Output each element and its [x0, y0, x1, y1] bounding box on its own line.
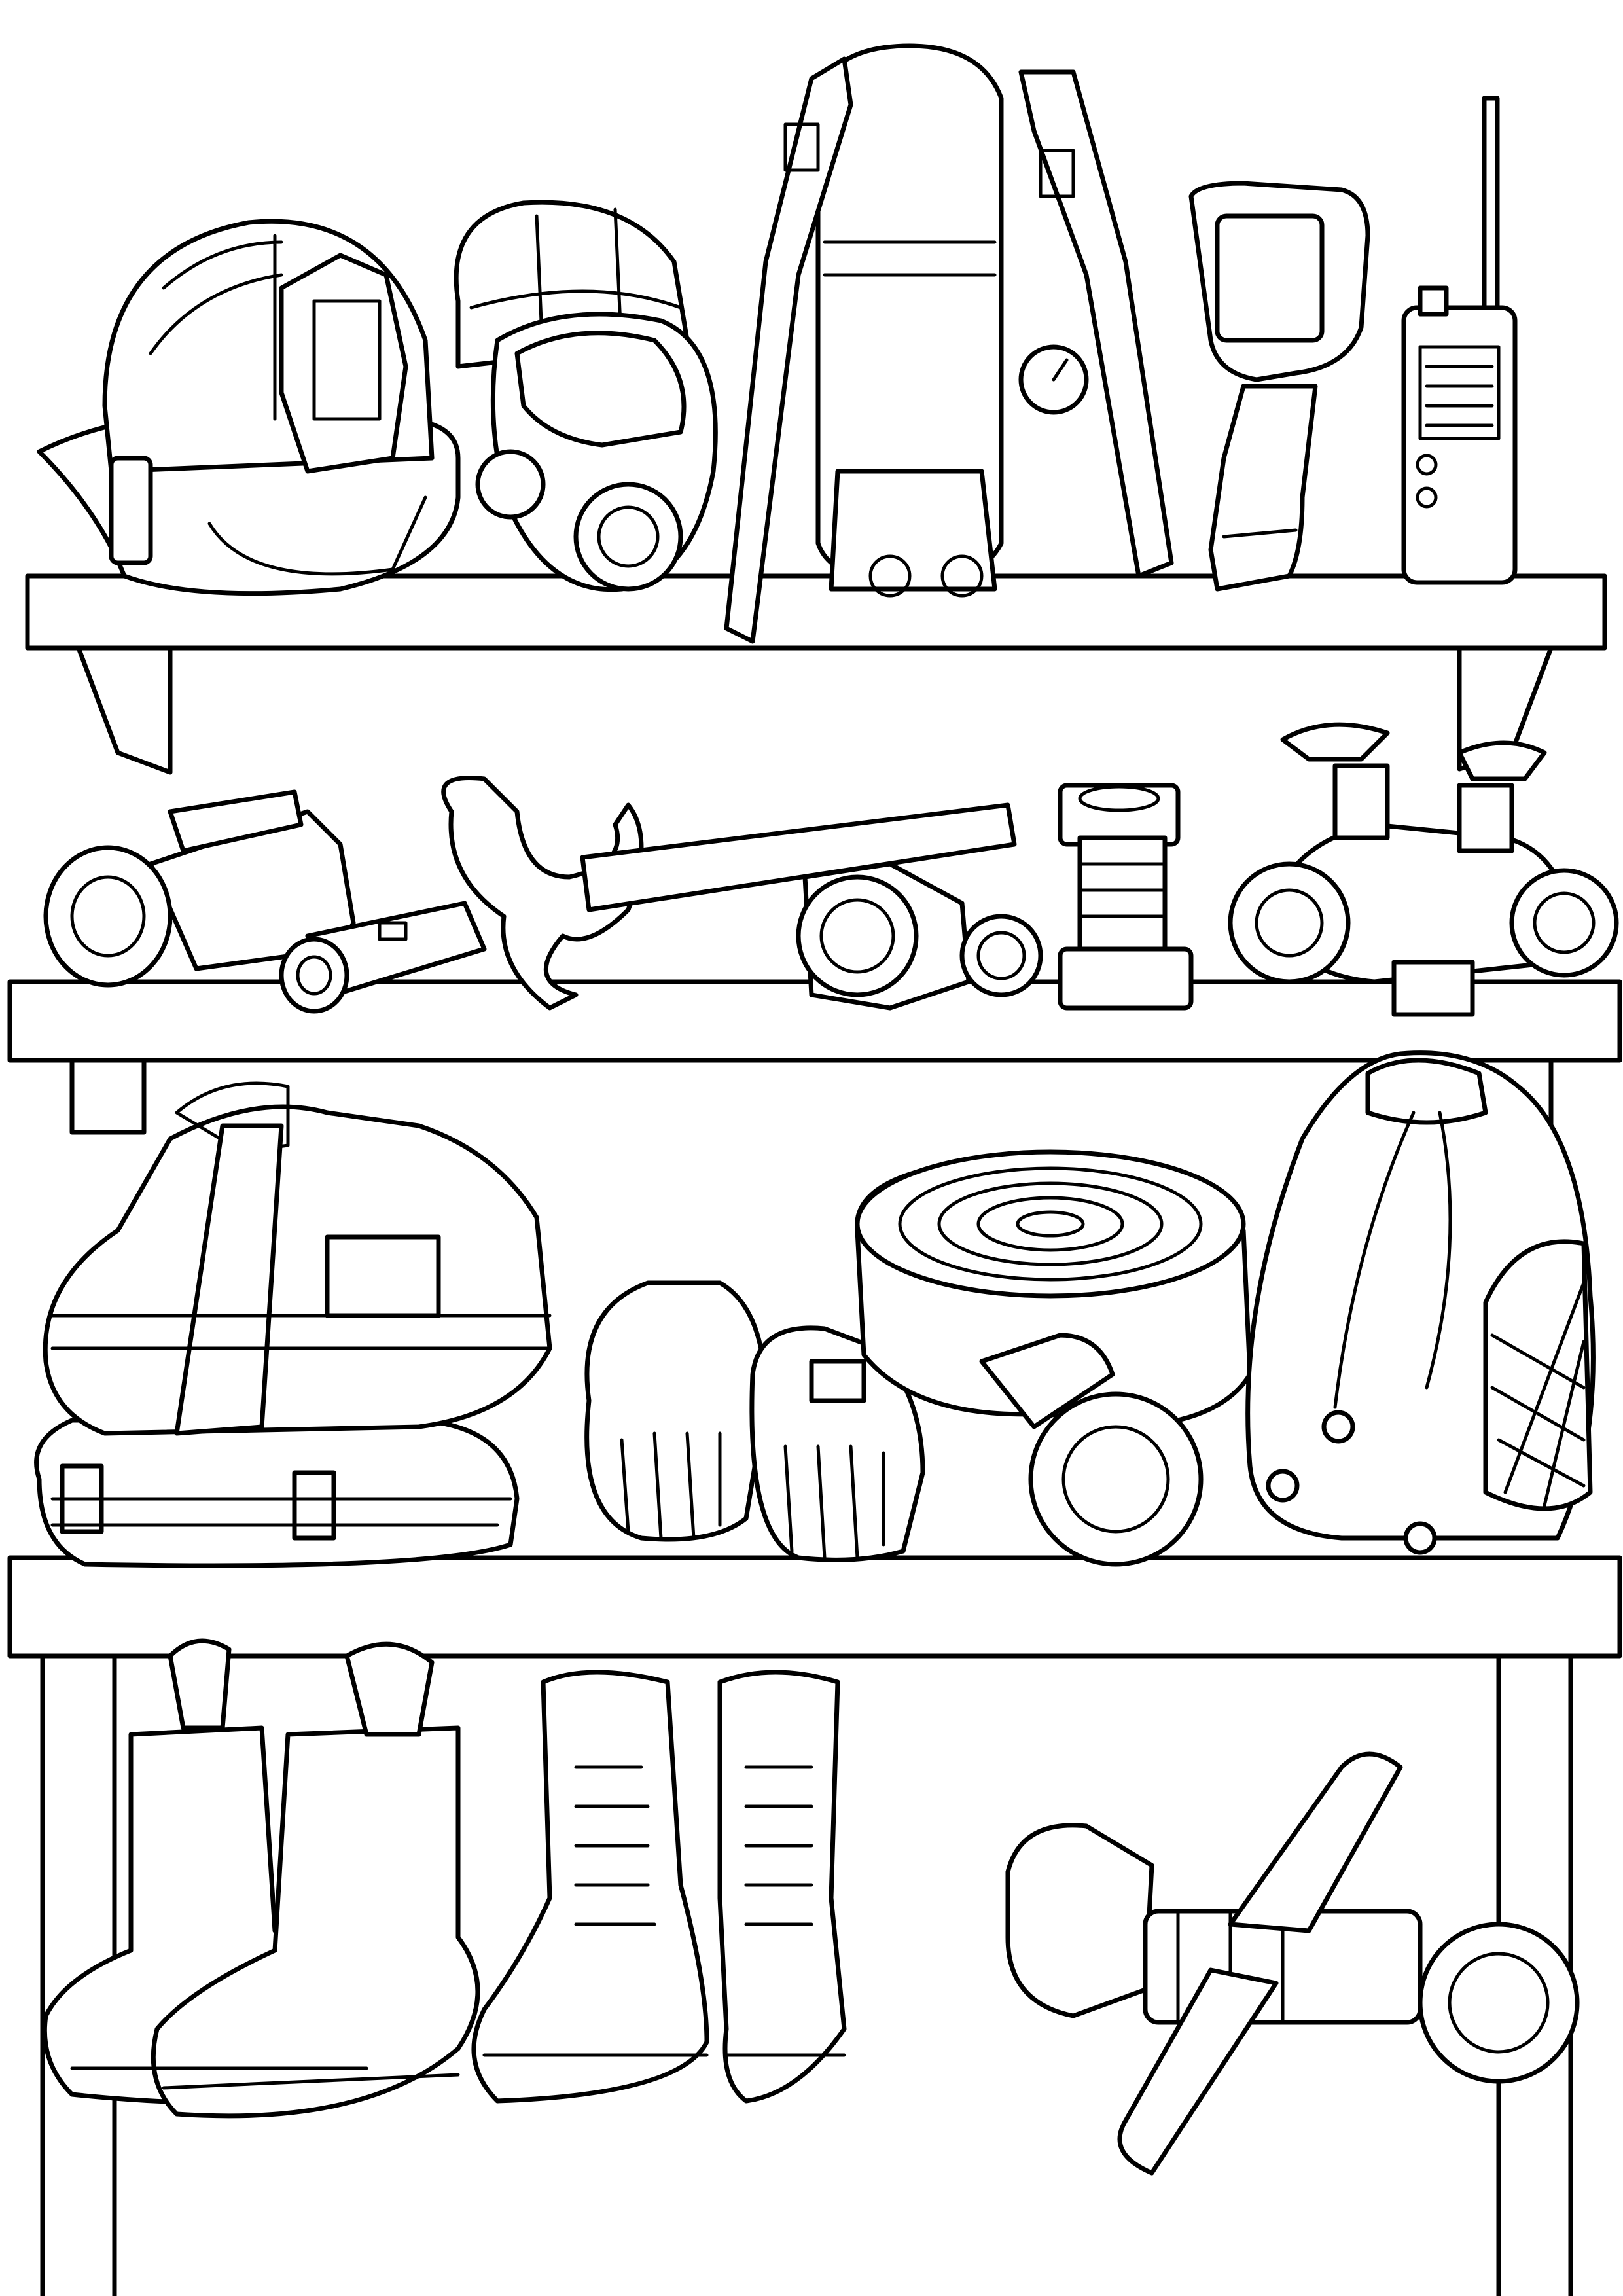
large-flashlight	[46, 792, 353, 985]
shelf-2-left-post	[72, 1060, 144, 1132]
flashlight-handle	[170, 792, 301, 851]
fire-helmet	[39, 221, 458, 593]
harness-right-strap	[1021, 72, 1171, 576]
jacket-zipper-band	[177, 1126, 281, 1433]
glove-right	[752, 1328, 923, 1560]
hose-adapter	[1060, 785, 1191, 1008]
jacket-pocket	[327, 1237, 438, 1316]
camera-screen	[1217, 216, 1322, 340]
camera-grip	[1211, 386, 1315, 589]
valve-wheel-left	[1283, 725, 1387, 759]
hose-coupling	[798, 864, 1041, 1008]
harness-left-strap	[726, 59, 851, 641]
rubber-boots	[45, 1641, 478, 2116]
valve-wheel-right	[1459, 743, 1544, 779]
hydrant-wrench	[444, 778, 1014, 1008]
thermal-camera	[1191, 183, 1368, 589]
nozzle-handle	[1230, 1754, 1400, 1931]
laced-boots	[474, 1672, 844, 2101]
hose-nozzle	[1008, 1754, 1577, 2173]
rolled-fire-hose	[857, 1152, 1250, 1564]
glove-left	[587, 1283, 766, 1539]
air-tank-harness	[726, 46, 1171, 641]
shelf-3-board	[10, 1558, 1620, 1656]
buckle-right	[294, 1473, 334, 1538]
fire-gloves	[587, 1283, 923, 1560]
nozzle-grip	[1120, 1970, 1276, 2173]
two-way-radio	[1404, 98, 1515, 583]
laced-boot-left	[474, 1672, 707, 2101]
flashlight-lens	[46, 848, 170, 985]
radio-knob	[1420, 288, 1446, 314]
shelf-1-left-bracket	[79, 648, 170, 772]
scba-face-mask	[456, 202, 715, 590]
helmet-shield-badge	[281, 255, 406, 471]
mask-valve	[478, 452, 543, 517]
radio-antenna	[1484, 98, 1497, 314]
folded-turnout-gear	[37, 1083, 550, 1566]
fire-hydrant-valves	[1230, 725, 1616, 1014]
wrench-handle	[582, 805, 1014, 910]
rope-bag	[1248, 1053, 1594, 1552]
bag-drawstring-top	[1368, 1060, 1486, 1122]
small-flashlight	[281, 903, 484, 1011]
mask-visor	[517, 333, 684, 445]
bag-net-pocket	[1486, 1242, 1590, 1509]
hose-coil-top	[857, 1152, 1243, 1296]
glove-tag	[812, 1361, 864, 1401]
boot-right	[153, 1728, 478, 2116]
hose-coupling-end	[1031, 1394, 1201, 1564]
